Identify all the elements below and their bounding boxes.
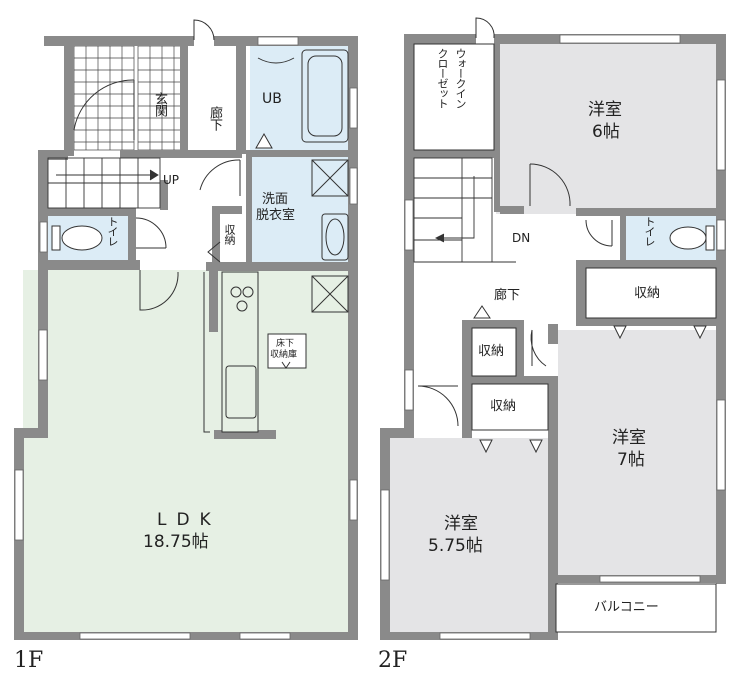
toilet1-label: トイレ [106, 216, 119, 246]
yukashita-storage-label: 収納庫 [270, 350, 298, 360]
floor1-label: 1F [14, 648, 44, 673]
dn-label: DN [512, 231, 531, 245]
balcony-label: バルコニー [594, 600, 659, 615]
washroom-fixtures [311, 159, 349, 261]
floor2-doors [417, 17, 707, 454]
ldk-label: LDK [157, 510, 221, 530]
up-label: UP [163, 173, 180, 187]
room2-size-label: 7帖 [617, 450, 645, 470]
room2-label: 洋室 [612, 428, 646, 448]
genkan-label: 玄関 [152, 92, 167, 116]
yukashita-label: 床下 [276, 339, 295, 349]
floor2-closets [413, 43, 717, 633]
ldk-floor [23, 270, 353, 633]
room1-label: 洋室 [588, 100, 622, 120]
floor1-windows [14, 36, 358, 640]
floor2-stairs [413, 157, 516, 263]
hallway1-label: 廊下 [207, 106, 222, 130]
ub-label: UB [262, 91, 282, 107]
room3-floor [388, 438, 548, 634]
storage4-label: 収納 [490, 399, 517, 414]
floor2-windows [380, 34, 726, 640]
room3-label: 洋室 [444, 514, 478, 534]
storage2-label: 収納 [634, 286, 661, 301]
floor1-stairs [47, 157, 161, 209]
room1-floor [496, 42, 716, 214]
floor1-plan [14, 19, 358, 640]
senmen-floor [250, 156, 353, 263]
floor1-doors [73, 19, 273, 311]
toilet2-fixture [669, 225, 715, 251]
bathtub [257, 49, 349, 143]
room1-size-label: 6帖 [592, 122, 620, 142]
floor2-label: 2F [378, 648, 408, 673]
datsui-label: 脱衣室 [256, 208, 296, 223]
toilet1-fixture [51, 225, 103, 251]
floor2-plan [380, 17, 726, 640]
room3-size-label: 5.75帖 [428, 536, 483, 556]
room2-floor [558, 330, 716, 575]
kitchen [203, 271, 349, 433]
walkin-label-b: クローゼット [436, 48, 449, 108]
storage1-label: 収納 [223, 224, 236, 244]
walkin-label-a: ウォークイン [454, 48, 467, 108]
senmen-label: 洗面 [262, 192, 289, 207]
ldk-size-label: 18.75帖 [143, 532, 209, 552]
storage3-label: 収納 [478, 344, 505, 359]
toilet2-label: トイレ [643, 216, 656, 246]
hallway2-label: 廊下 [494, 288, 521, 303]
